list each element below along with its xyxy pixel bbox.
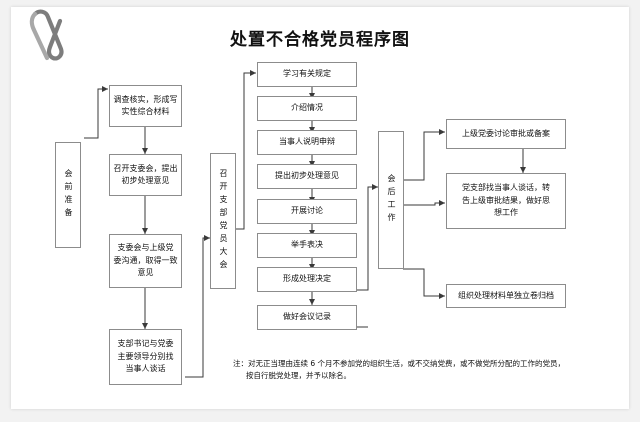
paper-sheet: 处置不合格党员程序图 (11, 7, 629, 409)
step-box-archive-materials[interactable]: 组织处理材料单独立卷归档 (446, 284, 566, 308)
stage-box-branch-assembly-label: 召开支部党员大会 (219, 169, 228, 273)
stage-box-pre-meeting-label: 会前准备 (64, 169, 73, 221)
step-box-investigate[interactable]: 调查核实，形成写 实性综合材料 (109, 85, 182, 127)
stage-box-post-meeting-label: 会后工作 (387, 174, 396, 226)
step-box-show-of-hands-vote[interactable]: 举手表决 (257, 233, 357, 258)
stage-box-pre-meeting[interactable]: 会前准备 (55, 142, 81, 248)
step-box-inform-result[interactable]: 党支部找当事人谈话，转 告上级审批结果，做好思 想工作 (446, 173, 566, 229)
step-box-introduce-situation[interactable]: 介绍情况 (257, 96, 357, 121)
stage-box-branch-assembly[interactable]: 召开支部党员大会 (210, 153, 236, 289)
step-box-leaders-talk[interactable]: 支部书记与党委 主要领导分别找 当事人谈话 (109, 329, 182, 385)
stage-box-post-meeting[interactable]: 会后工作 (378, 131, 404, 269)
step-box-superior-approval[interactable]: 上级党委讨论审批或备案 (446, 119, 566, 149)
step-box-study-rules[interactable]: 学习有关规定 (257, 62, 357, 87)
step-box-consult-superior[interactable]: 支委会与上级党 委沟通，取得一致 意见 (109, 234, 182, 288)
step-box-discussion[interactable]: 开展讨论 (257, 199, 357, 224)
step-box-meeting-minutes[interactable]: 做好会议记录 (257, 305, 357, 330)
step-box-form-decision[interactable]: 形成处理决定 (257, 267, 357, 292)
page-title: 处置不合格党员程序图 (230, 30, 410, 50)
step-box-propose-opinion[interactable]: 提出初步处理意见 (257, 164, 357, 189)
footnote-line-2: 按自行脱党处理，并予以除名。 (246, 371, 351, 381)
step-box-branch-committee-meeting[interactable]: 召开支委会，提出 初步处理意见 (109, 154, 182, 196)
footnote: 注：对无正当理由连续 6 个月不参加党的组织生活，或不交纳党费，或不做党所分配的… (233, 358, 617, 383)
step-box-person-defense[interactable]: 当事人说明申辩 (257, 130, 357, 155)
footnote-line-1: 注：对无正当理由连续 6 个月不参加党的组织生活，或不交纳党费，或不做党所分配的… (233, 359, 566, 368)
